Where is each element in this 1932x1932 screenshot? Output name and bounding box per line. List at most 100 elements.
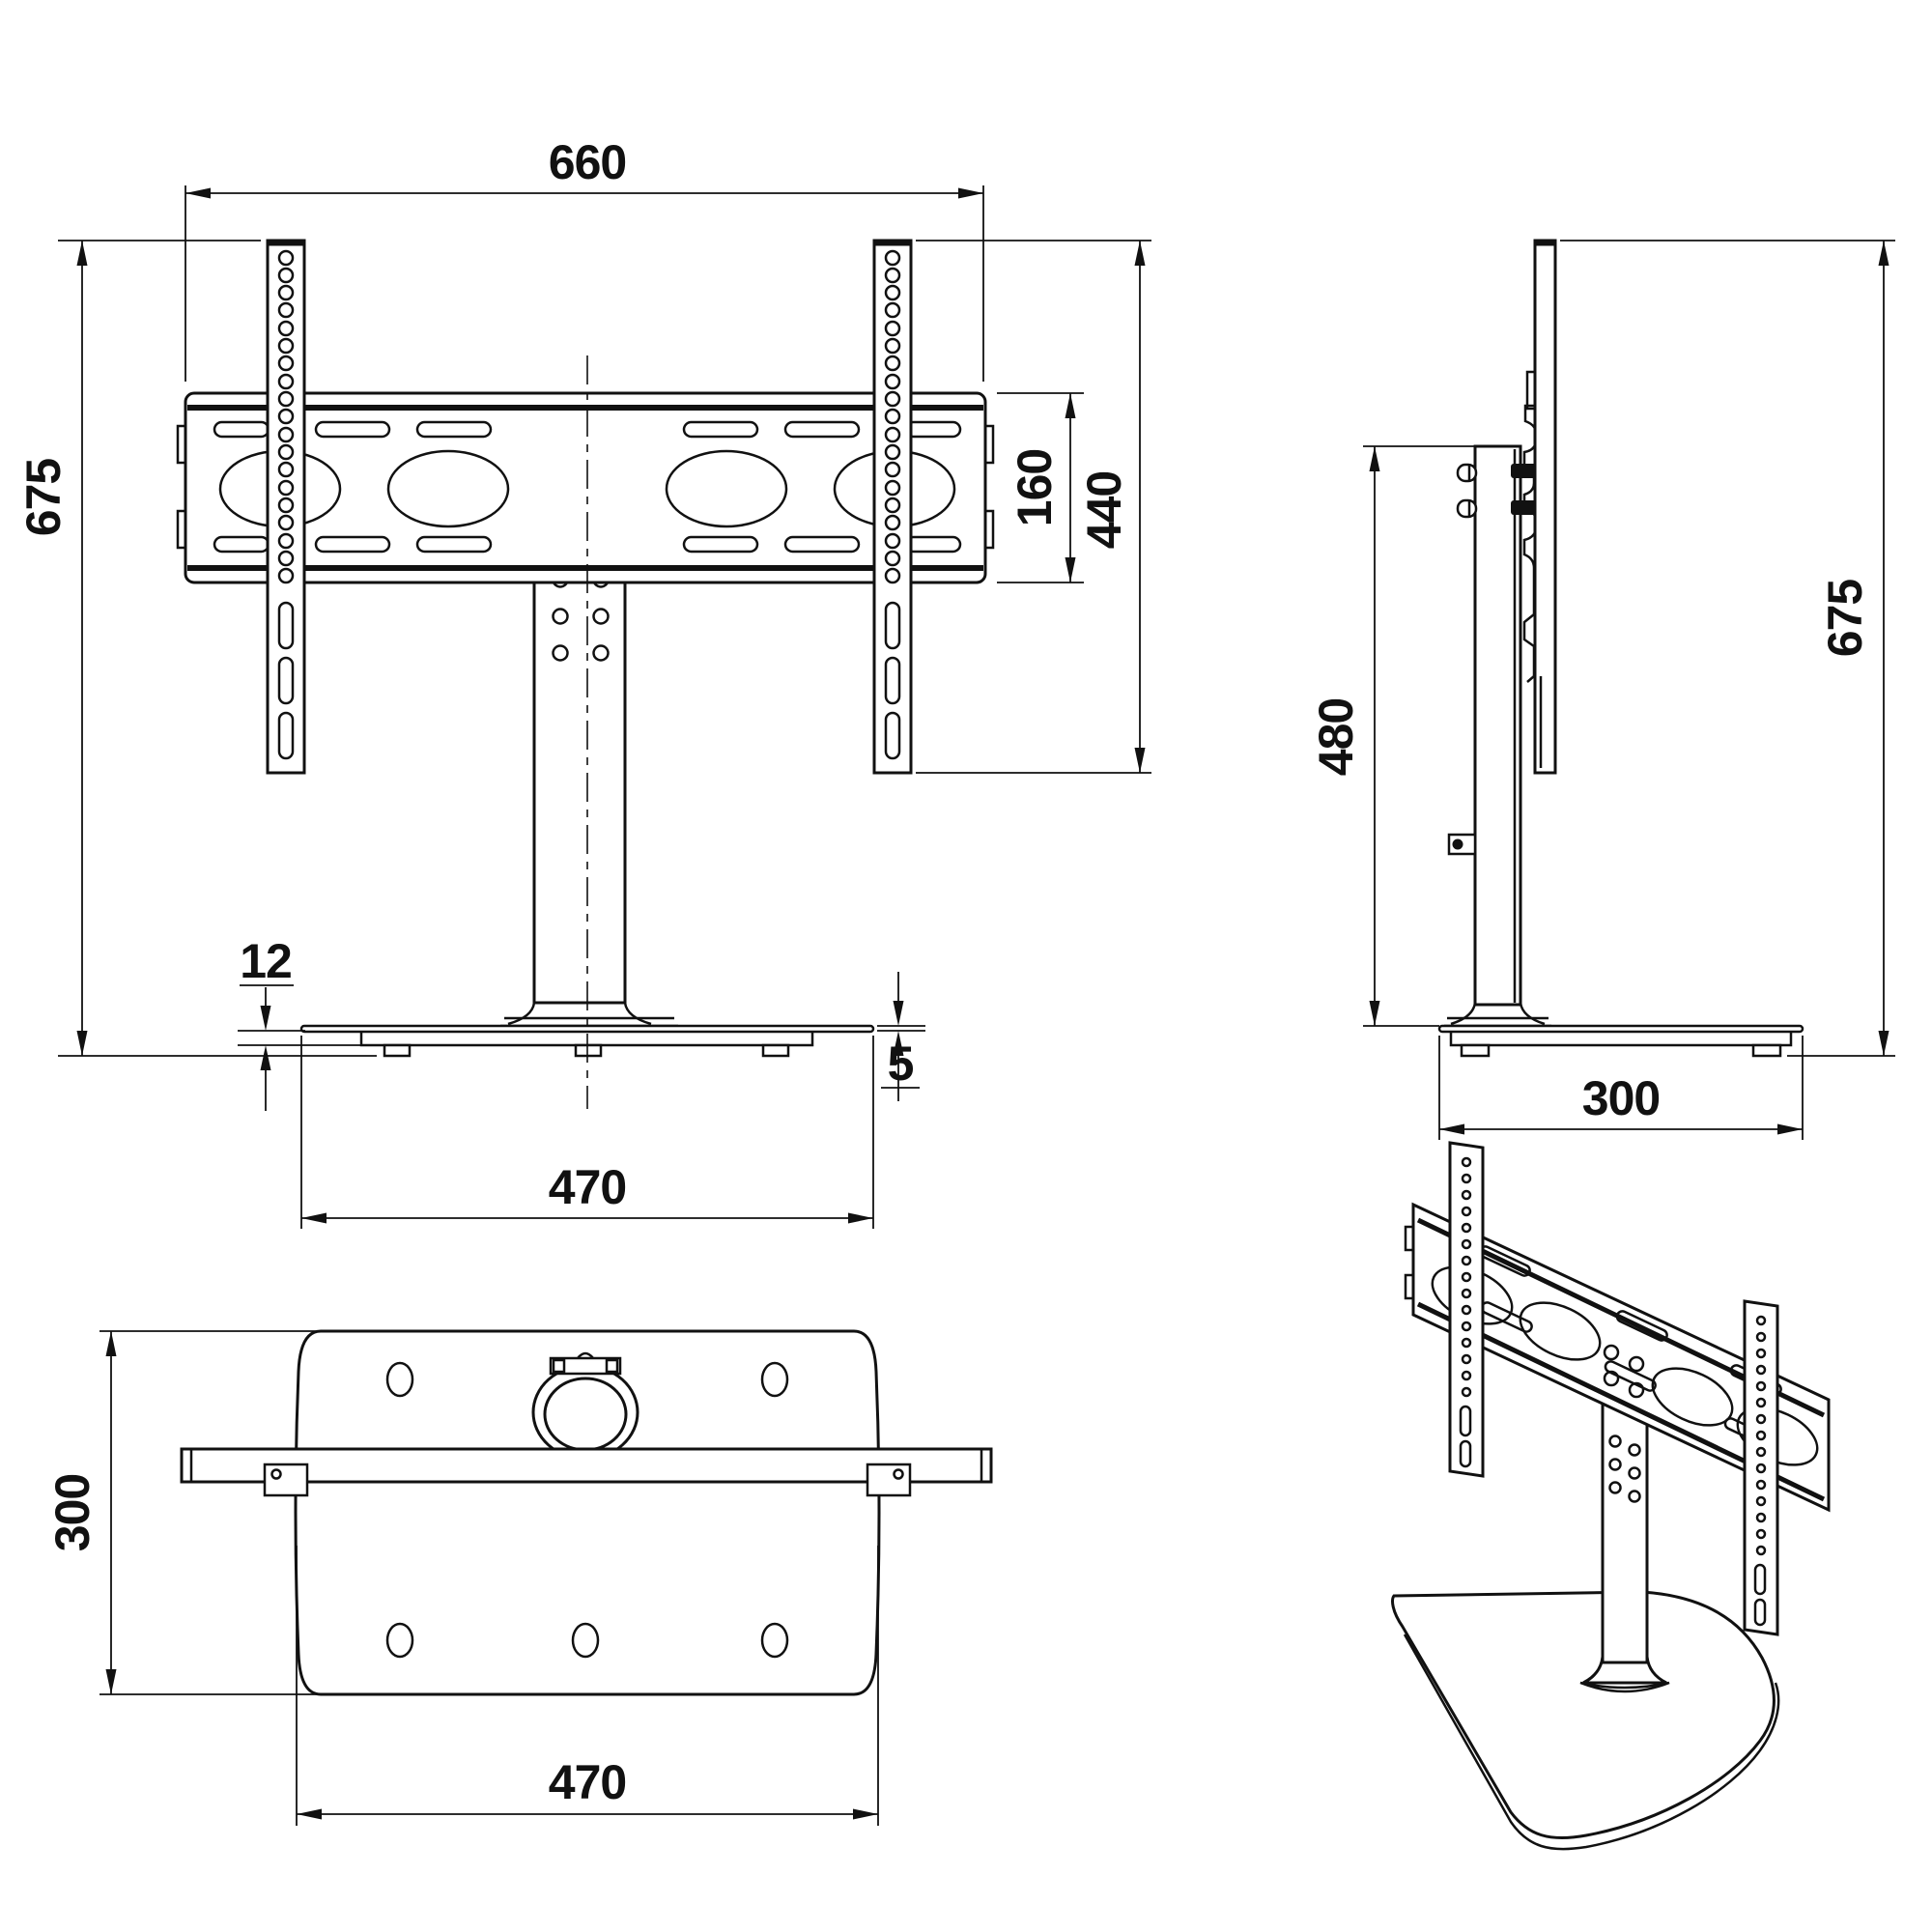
iso-bar-hole [1603,1344,1620,1361]
front-bar-slot [682,420,759,439]
dim-label-5: 5 [888,1037,914,1091]
arrow-down [893,1001,904,1026]
side-metal-plate [1449,1032,1793,1047]
iso-strip-right-body [1743,1299,1779,1636]
top-plate-hole [760,1622,789,1659]
iso-base [1391,1590,1780,1851]
arrow-right [1777,1123,1803,1135]
top-bracket-bar [180,1447,993,1497]
top-strip-clamp-left [263,1463,309,1497]
dim-side-480: 480 [1309,445,1475,1027]
top-ring-inner [543,1377,628,1452]
front-foot [383,1043,412,1058]
front-foot [761,1043,790,1058]
arrow-left [1439,1123,1464,1135]
iso-column-hole [1628,1443,1641,1457]
iso-column-hole [1628,1466,1641,1480]
front-column [500,539,678,1028]
front-column-body [532,539,627,1005]
iso-strip-left-slot [1459,1405,1472,1437]
iso-column [1579,1398,1670,1693]
front-strip-right-slot [884,656,901,705]
top-strip-clamp-hole [270,1468,282,1480]
isometric-view [1391,1141,1831,1851]
side-base [1437,1024,1804,1058]
top-plate-hole [385,1361,414,1398]
dim-front-675: 675 [16,240,377,1057]
top-view: 300 470 [45,1329,993,1826]
iso-trumpet-base [1579,1681,1670,1693]
front-strip-right-slot [884,601,901,650]
top-plate-hole [385,1622,414,1659]
iso-column-hole [1608,1435,1622,1448]
arrow-up [1134,241,1146,266]
front-strip-right-holes [884,249,901,584]
front-strip-right-slot [884,711,901,760]
top-plate-hole [571,1622,600,1659]
arrow-down [1134,748,1146,773]
front-bar-body [184,391,987,584]
front-bar-slot [783,535,861,554]
dim-front-470: 470 [300,1036,874,1229]
arrow-down [76,1031,88,1056]
arrow-down [1369,1001,1380,1026]
iso-column-hole [1628,1490,1641,1503]
iso-bar-slot [1604,1360,1657,1392]
front-column-hole [552,608,569,625]
arrow-down [1878,1031,1889,1056]
front-bar-slot [415,420,493,439]
front-strip-right-body [872,239,913,775]
dim-label-480: 480 [1309,698,1363,776]
arrow-right [853,1808,878,1820]
front-vesa-strip-left [266,239,306,775]
dim-label-660: 660 [549,135,626,189]
arrow-left [185,187,211,199]
dim-label-12: 12 [240,934,292,988]
dim-top-300: 300 [45,1330,319,1695]
front-column-hole [592,644,610,662]
dim-front-660: 660 [185,135,984,382]
iso-strip-left-slot [1459,1439,1472,1468]
dim-label-440: 440 [1077,471,1131,549]
side-vesa-strip [1533,239,1557,775]
front-strip-left-holes [277,249,295,584]
iso-bar-hole [1628,1381,1645,1399]
dim-front-440: 440 [916,240,1151,774]
front-bar-slot [314,535,391,554]
dim-label-300-side: 300 [1582,1071,1660,1125]
front-bar-oval [386,449,510,528]
arrow-up [105,1331,117,1356]
front-bar-slot [314,420,391,439]
iso-bar-slot [1615,1310,1668,1342]
side-bolt-cluster [1511,500,1537,515]
arrow-right [958,187,983,199]
iso-vesa-strip-right [1743,1299,1779,1636]
front-vesa-strip-right [872,239,913,775]
dim-label-675: 675 [16,459,71,537]
arrow-left [301,1212,327,1224]
side-bolt-cluster [1511,464,1537,478]
iso-column-hole [1608,1481,1622,1494]
iso-base-thickness-edge [1403,1634,1780,1851]
side-knob [1456,463,1478,483]
top-strip-clamp-right [866,1463,912,1497]
front-bar-slot [682,535,759,554]
iso-bar-body [1411,1202,1831,1513]
iso-bar-oval [1519,1301,1602,1361]
front-strip-left-body [266,239,306,775]
front-view: 660 675 160 440 [16,135,1151,1229]
front-column-hole [592,608,610,625]
dim-label-470: 470 [549,1160,626,1214]
front-strip-left-slot [277,656,295,705]
dim-top-470: 470 [296,1546,879,1826]
front-column-hole [552,644,569,662]
front-glass-plate [299,1024,875,1034]
top-ring-cap-tab [552,1358,566,1374]
iso-strip-right-slot [1753,1598,1767,1627]
iso-strip-left-holes [1461,1156,1472,1398]
top-strip-clamp-hole [893,1468,904,1480]
side-view: 480 675 300 [1309,239,1895,1140]
top-ring-cap-screw [577,1351,594,1359]
